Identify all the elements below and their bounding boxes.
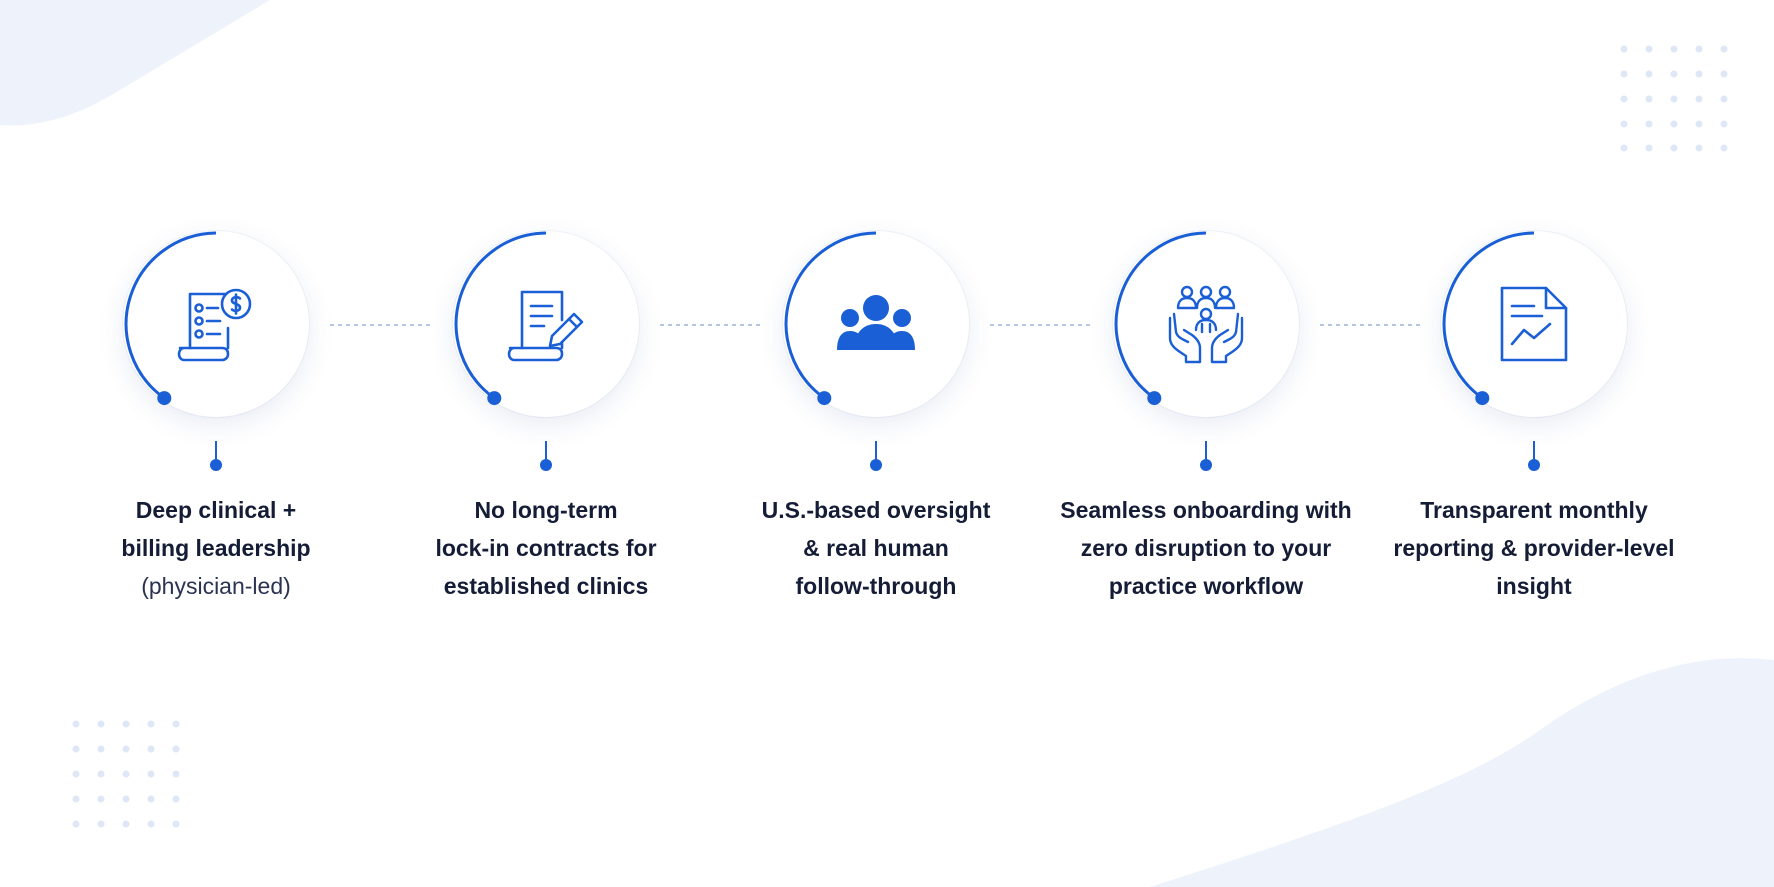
step-label: Deep clinical + billing leadership (phys…: [56, 491, 376, 605]
step-disc: [1113, 231, 1299, 417]
step-label: Seamless onboarding with zero disruption…: [1046, 491, 1366, 605]
label-line: & real human: [803, 535, 949, 561]
step-circle: [783, 231, 969, 417]
label-line: billing leadership: [121, 535, 311, 561]
label-line: follow-through: [795, 573, 957, 599]
team-people-icon: [837, 295, 915, 350]
stem-line: [545, 441, 547, 463]
label-line: practice workflow: [1108, 573, 1304, 599]
contract-pen-icon: [507, 290, 584, 362]
label-line: reporting & provider-level: [1393, 535, 1675, 561]
step-4: Seamless onboarding with zero disruption…: [1046, 231, 1366, 631]
invoice-dollar-icon: [177, 288, 252, 362]
step-circle: [1441, 231, 1627, 417]
hands-holding-people-icon: [1168, 285, 1244, 364]
step-label: U.S.-based oversight & real human follow…: [716, 491, 1036, 605]
label-subtext: (physician-led): [141, 573, 291, 599]
step-disc: [453, 231, 639, 417]
label-line: Seamless onboarding with: [1060, 497, 1352, 523]
label-line: zero disruption to your: [1080, 535, 1332, 561]
label-line: Deep clinical +: [135, 497, 297, 523]
stem-line: [1533, 441, 1535, 463]
step-disc: [1441, 231, 1627, 417]
connector-4-5: [1320, 324, 1424, 326]
top-right-dot-grid: [1620, 45, 1728, 152]
label-line: Transparent monthly: [1420, 497, 1648, 523]
step-2: No long-term lock-in contracts for estab…: [386, 231, 706, 631]
step-3: U.S.-based oversight & real human follow…: [716, 231, 1036, 631]
connector-3-4: [990, 324, 1094, 326]
step-circle: [453, 231, 639, 417]
progress-arc: [1114, 231, 1207, 406]
connector-1-2: [330, 324, 434, 326]
progress-arc: [784, 231, 877, 406]
stem-dot: [870, 459, 882, 471]
bottom-right-blob: [1150, 658, 1774, 887]
top-left-blob: [0, 0, 270, 126]
stem-dot: [210, 459, 222, 471]
label-line: insight: [1496, 573, 1572, 599]
progress-arc: [454, 231, 547, 406]
stem-line: [1205, 441, 1207, 463]
step-label: No long-term lock-in contracts for estab…: [386, 491, 706, 605]
stem-dot: [1200, 459, 1212, 471]
label-line: No long-term: [474, 497, 618, 523]
step-circle: [123, 231, 309, 417]
report-chart-icon: [1500, 286, 1568, 362]
label-line: lock-in contracts for: [435, 535, 657, 561]
stem-line: [875, 441, 877, 463]
progress-arc: [1442, 231, 1535, 406]
stem-line: [215, 441, 217, 463]
label-line: established clinics: [443, 573, 649, 599]
label-line: U.S.-based oversight: [761, 497, 991, 523]
stem-dot: [540, 459, 552, 471]
step-5: Transparent monthly reporting & provider…: [1374, 231, 1694, 631]
step-label: Transparent monthly reporting & provider…: [1374, 491, 1694, 605]
step-disc: [123, 231, 309, 417]
bottom-left-dot-grid: [72, 720, 180, 828]
step-circle: [1113, 231, 1299, 417]
connector-2-3: [660, 324, 764, 326]
stem-dot: [1528, 459, 1540, 471]
progress-arc: [124, 231, 217, 406]
step-1: Deep clinical + billing leadership (phys…: [56, 231, 376, 631]
